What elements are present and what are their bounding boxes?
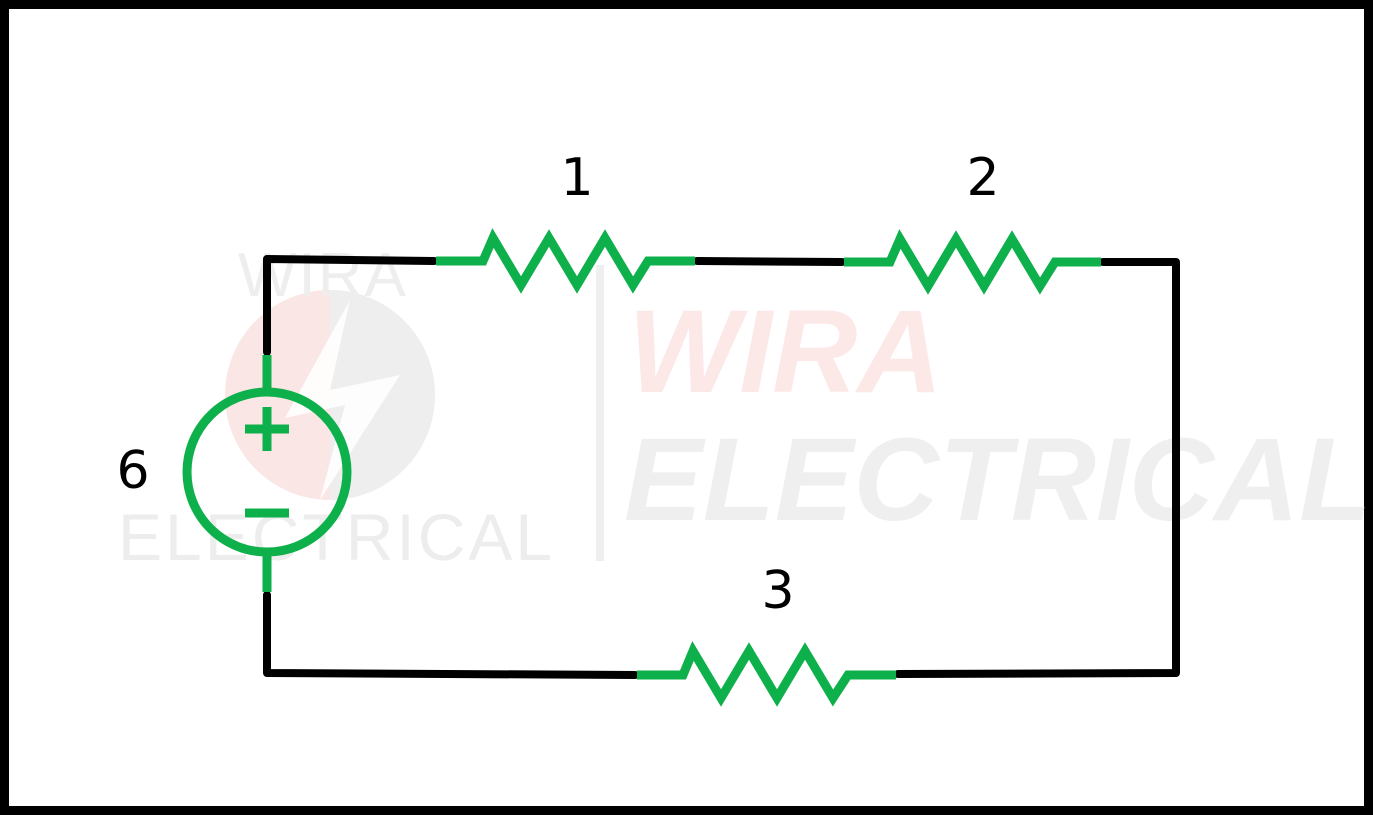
resistor-2-label: 2 <box>966 148 999 208</box>
resistor-2-icon <box>844 229 1101 295</box>
wires <box>263 255 1180 679</box>
watermark-logo-icon <box>225 290 435 500</box>
wire-top-middle <box>693 257 846 266</box>
voltage-source-label: 6 <box>116 441 149 501</box>
watermark: WIRA ELECTRICAL WIRA ELECTRICAL <box>118 241 1371 574</box>
resistor-1-label: 1 <box>560 148 593 208</box>
wire-right <box>894 258 1180 678</box>
resistor-1-icon <box>436 228 695 294</box>
voltage-source-icon <box>182 355 352 592</box>
wire-top-left <box>263 255 438 356</box>
wire-bottom-left <box>263 591 639 679</box>
watermark-large-electrical: ELECTRICAL <box>624 414 1371 546</box>
resistor-3-icon <box>637 641 896 707</box>
watermark-large-wira: WIRA <box>628 286 943 418</box>
watermark-divider <box>596 265 604 561</box>
resistor-3-label: 3 <box>761 561 794 621</box>
components <box>182 228 1101 707</box>
